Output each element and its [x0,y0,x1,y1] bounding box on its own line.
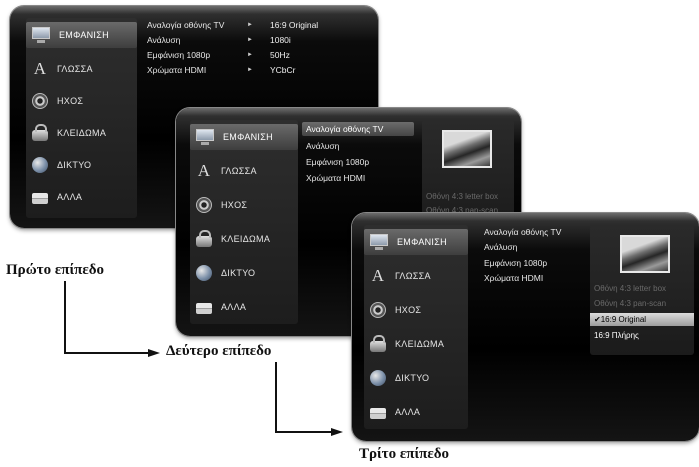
option-16-9-full[interactable]: 16:9 Πλήρης [594,331,639,340]
box-icon [370,407,386,419]
menu-item-label: ΔΙΚΤΥΟ [57,160,92,170]
lock-icon [196,229,212,247]
globe-icon [196,265,212,281]
setting-value: 50Hz [270,50,290,60]
setting-aspect-ratio[interactable]: Αναλογία οθόνης TV►16:9 Original [147,20,319,30]
menu-item-network[interactable]: ΔΙΚΤΥΟ [364,365,468,391]
letter-a-icon: A [371,266,385,285]
preview-thumbnail [442,130,492,168]
connector-line-vertical-2 [275,362,277,432]
menu-item-label: ΓΛΩΣΣΑ [221,166,257,176]
preview-thumbnail [620,235,670,273]
menu-item-lock[interactable]: ΚΛΕΙΔΩΜΑ [190,226,298,252]
setting-hdmi-color[interactable]: Χρώματα HDMI►YCbCr [147,65,296,75]
globe-icon [370,370,386,386]
speaker-icon [370,302,386,318]
screen-level-3: ΕΜΦΑΝΙΣΗ A ΓΛΩΣΣΑ ΗΧΟΣ ΚΛΕΙΔΩΜΑ ΔΙΚΤΥΟ ΑΛ… [352,213,699,441]
lock-icon [32,123,48,141]
setting-resolution[interactable]: Ανάλυση►1080i [147,35,291,45]
connector-line-vertical-1 [64,281,66,353]
option-panscan[interactable]: Οθόνη 4:3 pan-scan [594,299,667,308]
setting-value: 1080i [270,35,291,45]
caption-first-level: Πρώτο επίπεδο [6,262,105,278]
menu-item-label: ΚΛΕΙΔΩΜΑ [57,128,107,138]
menu-item-display[interactable]: ΕΜΦΑΝΙΣΗ [26,22,137,48]
menu-item-lock[interactable]: ΚΛΕΙΔΩΜΑ [364,331,468,357]
menu-item-label: ΔΙΚΤΥΟ [221,268,256,278]
menu-item-audio[interactable]: ΗΧΟΣ [190,192,298,218]
setting-aspect-ratio[interactable]: Αναλογία οθόνης TV [484,227,562,237]
menu-item-other[interactable]: ΑΛΛΑ [26,184,137,210]
setting-resolution[interactable]: Ανάλυση [306,141,340,151]
menu-item-audio[interactable]: ΗΧΟΣ [26,88,137,114]
menu-item-label: ΓΛΩΣΣΑ [57,64,93,74]
speaker-icon [32,93,48,109]
options-panel: Οθόνη 4:3 letter box Οθόνη 4:3 pan-scan … [590,225,694,355]
menu-item-network[interactable]: ΔΙΚΤΥΟ [26,152,137,178]
menu-item-label: ΕΜΦΑΝΙΣΗ [223,132,273,142]
letter-a-icon: A [197,161,211,180]
menu-item-language[interactable]: A ΓΛΩΣΣΑ [364,263,468,289]
setting-value: 16:9 Original [270,20,319,30]
box-icon [32,192,48,204]
setting-value: YCbCr [270,65,296,75]
caption-second-level: Δεύτερο επίπεδο [166,343,272,359]
options-panel: Οθόνη 4:3 letter box Οθόνη 4:3 pan-scan [422,120,514,230]
menu-item-label: ΗΧΟΣ [395,305,422,315]
setting-hdmi-color[interactable]: Χρώματα HDMI [306,173,366,183]
arrow-right-icon: ► [247,67,253,73]
menu-item-label: ΚΛΕΙΔΩΜΑ [221,234,271,244]
setting-resolution[interactable]: Ανάλυση [484,242,518,252]
arrowhead-2 [331,428,343,436]
menu-item-audio[interactable]: ΗΧΟΣ [364,297,468,323]
box-icon [196,302,212,314]
caption-third-level: Τρίτο επίπεδο [359,446,450,462]
setting-1080p-display[interactable]: Εμφάνιση 1080p►50Hz [147,50,290,60]
arrow-right-icon: ► [247,52,253,58]
option-letterbox[interactable]: Οθόνη 4:3 letter box [426,192,499,201]
menu-item-other[interactable]: ΑΛΛΑ [364,399,468,425]
option-16-9-original[interactable]: ✔16:9 Original [590,313,694,326]
connector-line-horizontal-1 [64,352,150,354]
menu-item-label: ΚΛΕΙΔΩΜΑ [395,339,445,349]
setting-1080p-display[interactable]: Εμφάνιση 1080p [306,157,370,167]
arrowhead-1 [148,349,160,357]
menu-item-label: ΑΛΛΑ [57,192,83,202]
screen-level-2: ΕΜΦΑΝΙΣΗ A ΓΛΩΣΣΑ ΗΧΟΣ ΚΛΕΙΔΩΜΑ ΔΙΚΤΥΟ ΑΛ… [176,108,521,336]
menu-item-label: ΗΧΟΣ [221,200,248,210]
option-panscan[interactable]: Οθόνη 4:3 pan-scan [426,206,499,215]
speaker-icon [196,197,212,213]
option-letterbox[interactable]: Οθόνη 4:3 letter box [594,284,667,293]
main-menu-panel [26,18,137,218]
menu-item-label: ΕΜΦΑΝΙΣΗ [59,30,109,40]
menu-item-label: ΕΜΦΑΝΙΣΗ [397,237,447,247]
menu-item-display[interactable]: ΕΜΦΑΝΙΣΗ [364,229,468,255]
menu-item-label: ΑΛΛΑ [221,302,247,312]
menu-item-language[interactable]: A ΓΛΩΣΣΑ [190,158,298,184]
setting-hdmi-color[interactable]: Χρώματα HDMI [484,273,544,283]
main-menu-panel [364,225,468,429]
menu-item-label: ΑΛΛΑ [395,407,421,417]
setting-aspect-ratio[interactable]: Αναλογία οθόνης TV [302,122,414,136]
letter-a-icon: A [33,59,47,78]
monitor-icon [370,234,388,250]
menu-item-label: ΗΧΟΣ [57,96,84,106]
arrow-right-icon: ► [247,37,253,43]
main-menu-panel [190,120,298,324]
menu-item-network[interactable]: ΔΙΚΤΥΟ [190,260,298,286]
monitor-icon [196,129,214,145]
globe-icon [32,157,48,173]
menu-item-label: ΓΛΩΣΣΑ [395,271,431,281]
setting-1080p-display[interactable]: Εμφάνιση 1080p [484,258,548,268]
menu-item-display[interactable]: ΕΜΦΑΝΙΣΗ [190,124,298,150]
monitor-icon [32,27,50,43]
menu-item-label: ΔΙΚΤΥΟ [395,373,430,383]
menu-item-other[interactable]: ΑΛΛΑ [190,294,298,320]
menu-item-lock[interactable]: ΚΛΕΙΔΩΜΑ [26,120,137,146]
menu-item-language[interactable]: A ΓΛΩΣΣΑ [26,56,137,82]
arrow-right-icon: ► [247,22,253,28]
connector-line-horizontal-2 [275,431,333,433]
lock-icon [370,334,386,352]
